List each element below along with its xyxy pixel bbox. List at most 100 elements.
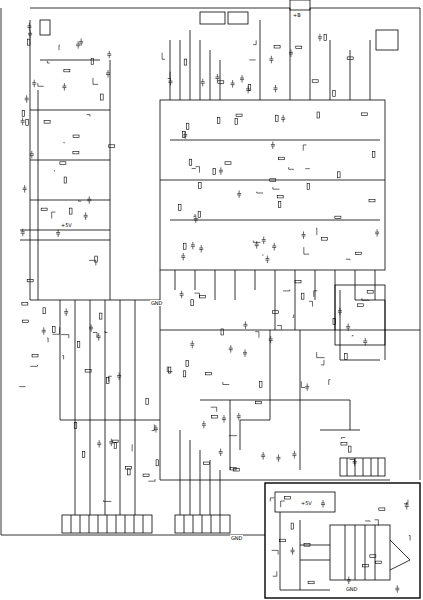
component-symbol — [229, 345, 233, 353]
component-symbol — [79, 38, 83, 46]
component-symbol — [346, 323, 350, 331]
component-symbol — [202, 421, 206, 429]
component-symbol — [76, 41, 80, 49]
component-symbol — [23, 185, 27, 193]
component-symbol — [369, 199, 375, 202]
component-symbol — [302, 231, 306, 239]
component-symbol — [26, 120, 29, 126]
component-symbol — [341, 438, 345, 439]
component-symbol — [338, 172, 341, 178]
component-symbol — [73, 135, 79, 138]
component-symbol — [277, 195, 283, 198]
component-symbol — [183, 371, 186, 377]
component-symbol — [53, 170, 54, 171]
component-symbol — [191, 300, 194, 306]
component-symbol — [169, 78, 173, 86]
component-symbol — [269, 336, 273, 344]
component-symbol — [195, 167, 199, 173]
component-symbol — [27, 279, 33, 282]
component-symbol — [347, 577, 351, 585]
component-symbol — [91, 58, 94, 64]
component-symbol — [184, 243, 187, 249]
component-symbol — [237, 413, 241, 421]
component-symbol — [22, 320, 28, 323]
component-symbol — [162, 53, 165, 60]
component-symbol — [322, 238, 328, 241]
component-symbol — [236, 114, 242, 117]
component-symbol — [231, 80, 235, 88]
component-symbol — [205, 372, 211, 375]
component-symbol — [256, 401, 262, 404]
component-symbol — [317, 352, 325, 358]
component-symbol — [168, 72, 170, 79]
component-symbol — [341, 443, 347, 446]
component-symbol — [132, 445, 133, 452]
component-symbol — [82, 452, 85, 458]
component-symbol — [255, 332, 259, 338]
component-symbol — [317, 112, 320, 118]
component-symbol — [86, 115, 89, 117]
component-symbol — [270, 179, 276, 182]
component-symbol — [213, 169, 216, 175]
component-symbol — [168, 367, 171, 373]
component-symbol — [180, 291, 184, 299]
component-symbol — [305, 168, 310, 169]
component-symbol — [281, 115, 285, 123]
component-symbol — [32, 354, 38, 357]
component-symbol — [259, 381, 262, 387]
component-symbol — [60, 162, 66, 165]
component-symbol — [47, 61, 49, 63]
net-label: +5V — [300, 500, 313, 506]
component-symbol — [276, 115, 279, 121]
component-symbol — [44, 121, 50, 124]
component-symbol — [107, 377, 110, 383]
component-symbol — [346, 259, 350, 261]
component-symbol — [357, 304, 363, 307]
component-symbol — [95, 256, 98, 262]
net-label: GND — [345, 586, 358, 592]
component-symbol — [186, 361, 189, 367]
component-symbol — [217, 118, 220, 124]
component-symbol — [329, 380, 331, 385]
component-symbol — [301, 293, 304, 299]
component-symbol — [190, 341, 194, 349]
component-symbol — [318, 34, 322, 42]
component-symbol — [101, 94, 104, 100]
component-symbol — [395, 585, 399, 593]
net-label: +5V — [60, 222, 73, 228]
component-symbol — [22, 303, 28, 306]
component-symbol — [93, 332, 97, 337]
component-symbol — [303, 145, 306, 151]
component-symbol — [47, 338, 49, 342]
component-symbol — [222, 415, 226, 423]
component-symbol — [64, 177, 67, 183]
component-symbol — [126, 467, 132, 470]
component-symbol — [219, 167, 223, 175]
component-symbol — [211, 407, 217, 412]
component-symbol — [333, 319, 336, 325]
component-symbol — [203, 462, 209, 465]
component-symbol — [240, 75, 244, 83]
component-symbol — [277, 325, 281, 329]
component-symbol — [64, 69, 70, 72]
component-symbol — [184, 59, 187, 65]
component-symbol — [283, 290, 290, 291]
component-symbol — [270, 498, 274, 502]
component-symbol — [198, 212, 201, 218]
component-symbol — [278, 202, 281, 208]
component-symbol — [255, 241, 259, 249]
component-symbol — [291, 547, 295, 555]
component-symbol — [356, 252, 362, 255]
component-symbol — [106, 70, 110, 78]
net-label: GND — [150, 300, 163, 306]
component-symbol — [345, 354, 348, 360]
component-symbol — [43, 308, 46, 314]
component-symbol — [233, 469, 239, 472]
component-symbol — [195, 293, 200, 297]
component-symbol — [289, 167, 294, 169]
component-symbol — [314, 291, 318, 297]
component-symbol — [201, 79, 205, 87]
component-symbol — [243, 349, 247, 357]
component-symbol — [73, 151, 79, 154]
